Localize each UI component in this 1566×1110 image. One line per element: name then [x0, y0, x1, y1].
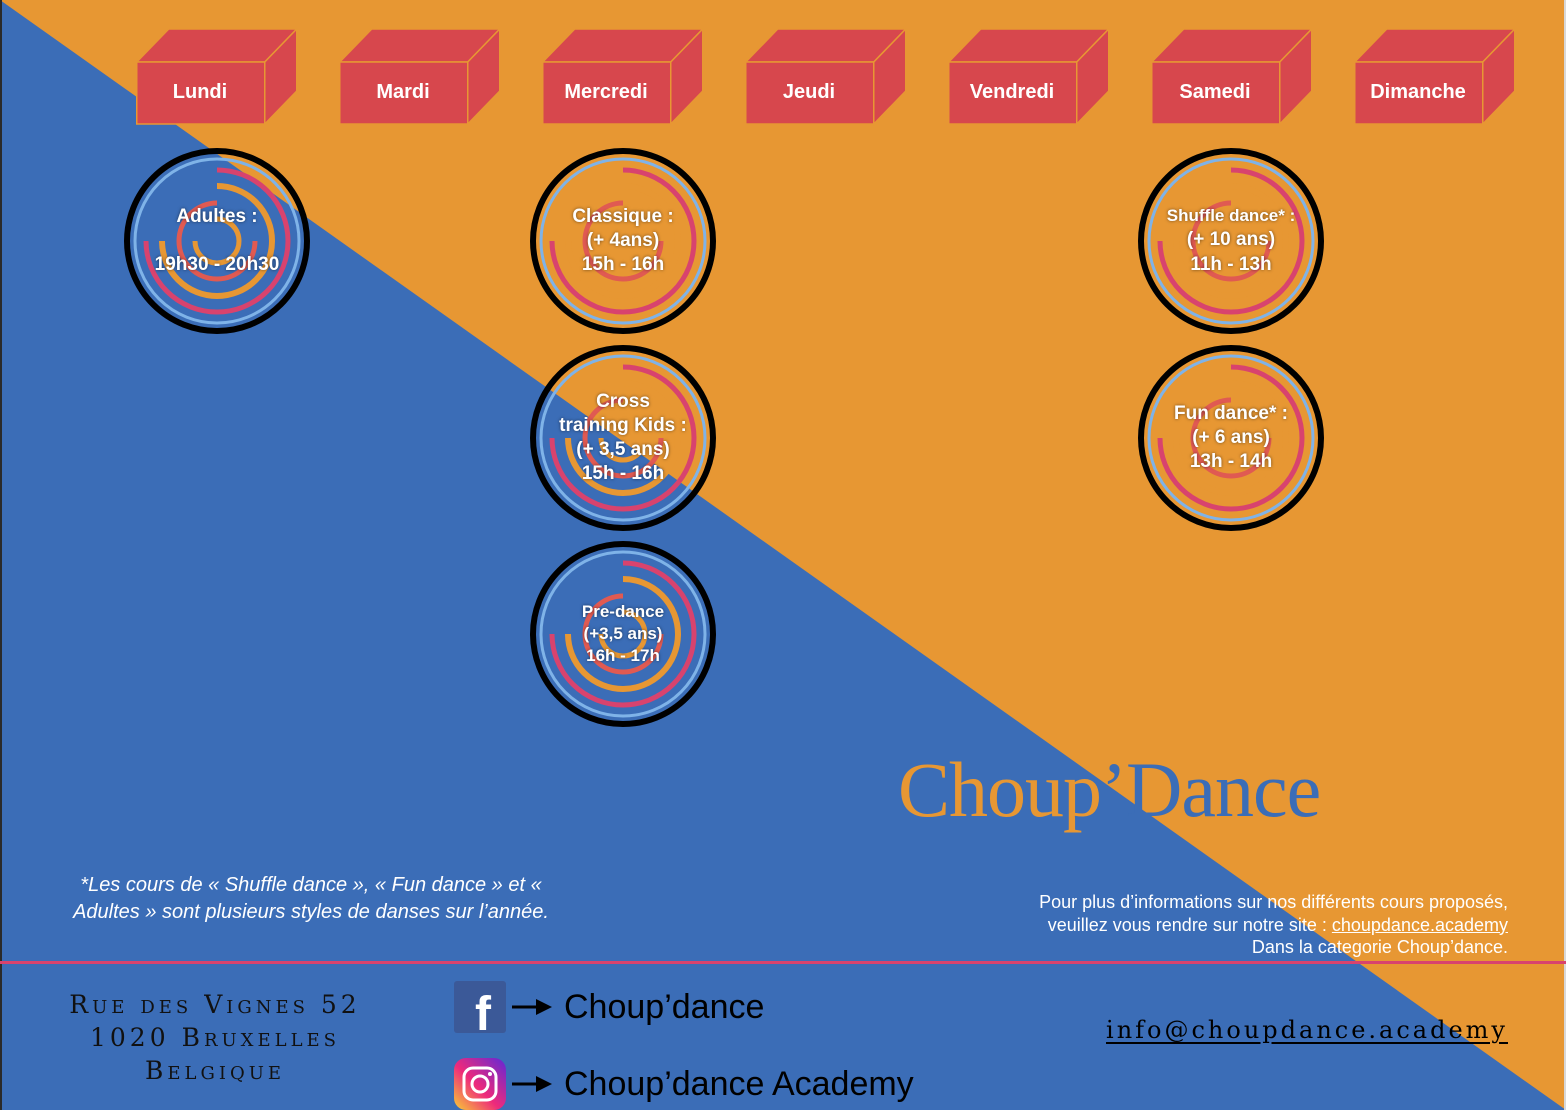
course-fun-dance[interactable]: Fun dance* : (+ 6 ans) 13h - 14h: [1136, 343, 1326, 533]
course-text: Shuffle dance* : (+ 10 ans) 11h - 13h: [1156, 146, 1306, 336]
info-line-2: veuillez vous rendre sur notre site : ch…: [900, 914, 1508, 937]
brand-logo-text: Choup’Dance: [898, 742, 1321, 838]
day-label: Mardi: [376, 81, 430, 103]
email-link[interactable]: info@choupdance.academy: [1106, 1016, 1508, 1044]
day-box-mardi[interactable]: Mardi: [339, 28, 501, 126]
instagram-label: Choup’dance Academy: [564, 1064, 914, 1103]
info-line-3: Dans la categorie Choup’dance.: [1251, 937, 1508, 957]
course-title: Fun dance* :: [1173, 403, 1288, 424]
left-edge: [0, 0, 2, 1110]
right-edge: [1564, 0, 1566, 1110]
day-label: Jeudi: [782, 81, 836, 103]
facebook-link[interactable]: f Choup’dance: [454, 981, 765, 1041]
instagram-icon: [454, 1058, 506, 1110]
course-time: 11h - 13h: [1190, 254, 1272, 275]
facebook-icon: f: [454, 981, 506, 1041]
course-adultes[interactable]: Adultes : 19h30 - 20h30: [122, 146, 312, 336]
course-text: Fun dance* : (+ 6 ans) 13h - 14h: [1156, 343, 1306, 533]
course-classique[interactable]: Classique : (+ 4ans) 15h - 16h: [528, 146, 718, 336]
day-box-jeudi[interactable]: Jeudi: [745, 28, 907, 126]
box-3d-shape: [1354, 28, 1516, 126]
box-3d-shape: [136, 28, 298, 126]
course-title: Classique :: [572, 206, 674, 227]
day-label: Vendredi: [969, 81, 1055, 103]
course-time: 15h - 16h: [581, 254, 665, 275]
day-label: Mercredi: [564, 81, 648, 103]
address-street: Rue des Vignes 52: [69, 990, 361, 1019]
course-age: (+ 4ans): [586, 230, 660, 251]
arrow-right-icon: [512, 1076, 552, 1092]
course-title: Pre-dance: [581, 602, 665, 621]
course-pre-dance[interactable]: Pre-dance (+3,5 ans) 16h - 17h: [528, 539, 718, 729]
course-age: (+3,5 ans): [583, 624, 663, 643]
day-label: Samedi: [1179, 81, 1251, 103]
course-time: 13h - 14h: [1189, 451, 1273, 472]
course-time: 16h - 17h: [586, 646, 660, 665]
spiral-circle-icon: [1138, 148, 1324, 334]
svg-text:f: f: [475, 988, 492, 1033]
day-box-vendredi[interactable]: Vendredi: [948, 28, 1110, 126]
course-title-2: training Kids :: [559, 415, 687, 436]
box-3d-shape: [948, 28, 1110, 126]
spiral-circle-icon: [530, 345, 716, 531]
spiral-circle-icon: [530, 148, 716, 334]
course-title: Adultes :: [176, 206, 258, 227]
course-time: 19h30 - 20h30: [154, 254, 280, 275]
brand-part-2: ’Dance: [1101, 746, 1321, 833]
course-age: (+ 10 ans): [1186, 229, 1276, 250]
course-title: Shuffle dance* :: [1166, 206, 1296, 225]
divider-line: [0, 961, 1566, 964]
info-line-1: Pour plus d’informations sur nos différe…: [1039, 892, 1508, 912]
course-text: Cross training Kids : (+ 3,5 ans) 15h - …: [548, 343, 698, 533]
spiral-circle-icon: [530, 541, 716, 727]
day-box-samedi[interactable]: Samedi: [1151, 28, 1313, 126]
arrow-right-icon: [512, 999, 552, 1015]
site-link[interactable]: choupdance.academy: [1331, 914, 1508, 935]
box-3d-shape: [745, 28, 907, 126]
box-3d-shape: [542, 28, 704, 126]
address: Rue des Vignes 52 1020 Bruxelles Belgiqu…: [60, 988, 370, 1087]
address-city: 1020 Bruxelles: [90, 1023, 340, 1052]
instagram-link[interactable]: Choup’dance Academy: [454, 1058, 914, 1110]
address-country: Belgique: [144, 1056, 286, 1085]
course-time: 15h - 16h: [581, 463, 665, 484]
day-box-dimanche[interactable]: Dimanche: [1354, 28, 1516, 126]
day-label: Lundi: [172, 81, 228, 103]
course-text: Classique : (+ 4ans) 15h - 16h: [548, 146, 698, 336]
spiral-circle-icon: [124, 148, 310, 334]
info-block: Pour plus d’informations sur nos différe…: [900, 891, 1508, 959]
course-title: Cross: [596, 391, 650, 412]
brand-part-1: Choup: [898, 746, 1102, 833]
course-age: (+ 3,5 ans): [576, 439, 670, 460]
course-shuffle-dance[interactable]: Shuffle dance* : (+ 10 ans) 11h - 13h: [1136, 146, 1326, 336]
day-box-mercredi[interactable]: Mercredi: [542, 28, 704, 126]
facebook-label: Choup’dance: [564, 987, 765, 1026]
spiral-circle-icon: [1138, 345, 1324, 531]
footnote: *Les cours de « Shuffle dance », « Fun d…: [73, 874, 549, 923]
course-age: (+ 6 ans): [1192, 427, 1270, 448]
course-cross-training[interactable]: Cross training Kids : (+ 3,5 ans) 15h - …: [528, 343, 718, 533]
box-3d-shape: [1151, 28, 1313, 126]
box-3d-shape: [339, 28, 501, 126]
course-text: Pre-dance (+3,5 ans) 16h - 17h: [548, 539, 698, 729]
info-line-2-text: veuillez vous rendre sur notre site :: [1047, 914, 1332, 935]
day-box-lundi[interactable]: Lundi: [136, 28, 298, 126]
course-text: Adultes : 19h30 - 20h30: [142, 146, 292, 336]
day-label: Dimanche: [1370, 81, 1466, 103]
